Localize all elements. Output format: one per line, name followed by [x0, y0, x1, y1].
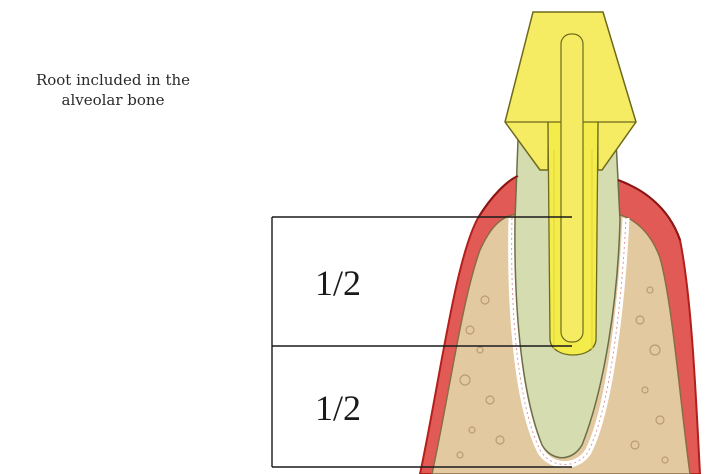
segment-label-lower: 1/2: [315, 388, 361, 428]
post-channel: [561, 34, 583, 342]
segment-label-upper: 1/2: [315, 263, 361, 303]
